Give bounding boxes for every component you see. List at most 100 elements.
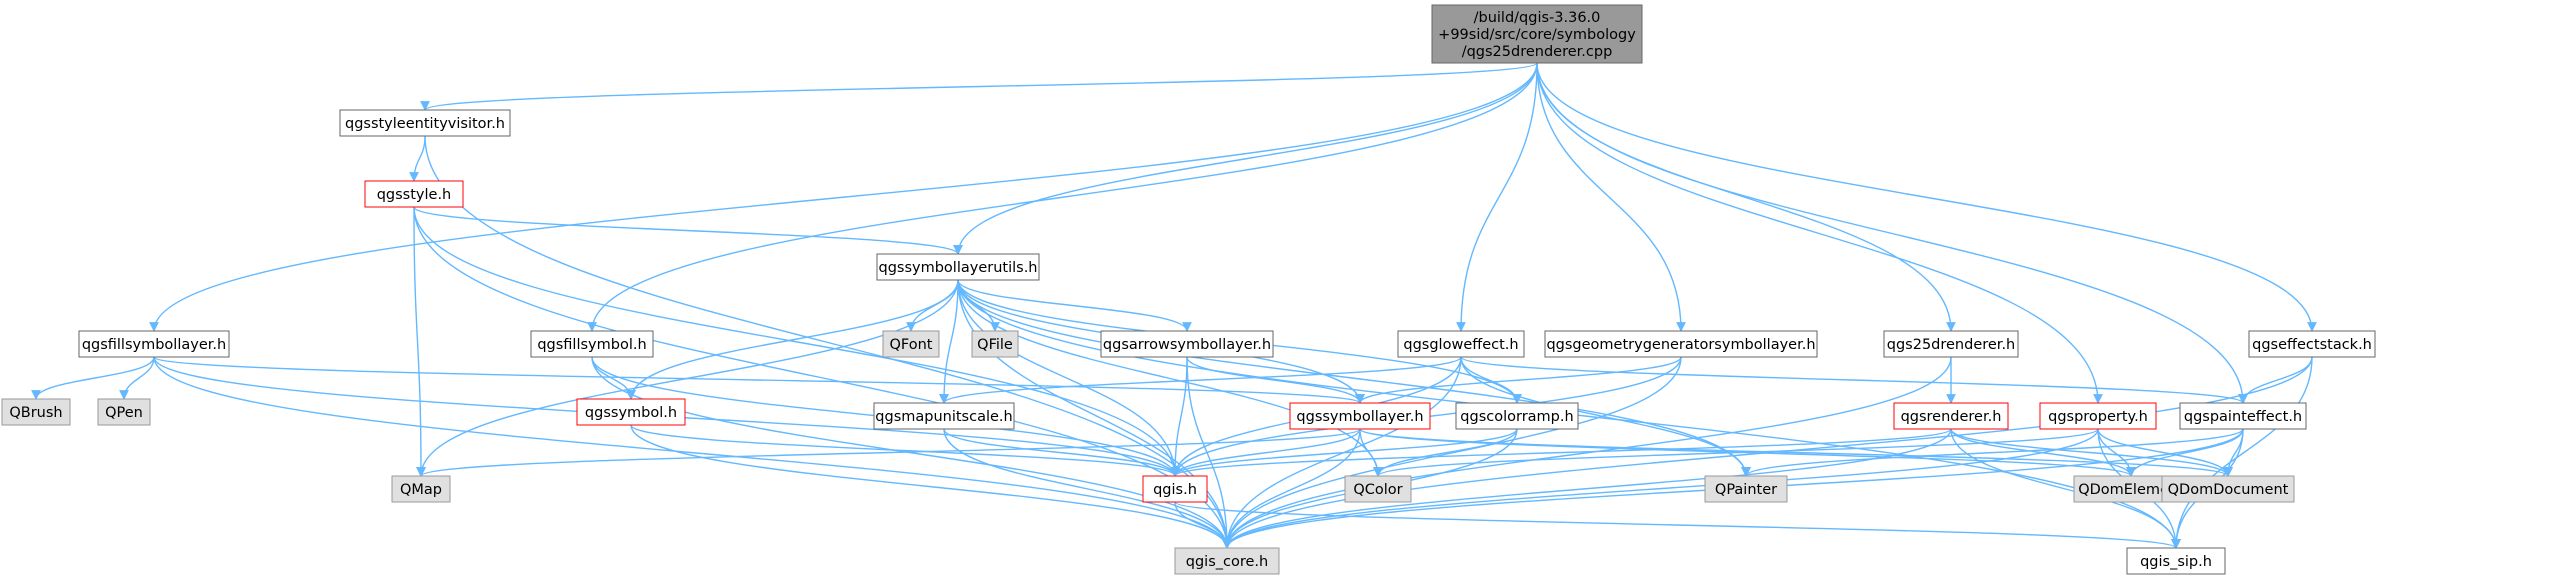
edge-qgspainteffect-to-qdomdocument [2223, 428, 2244, 477]
edge-root-to-qgs25drenderer [1536, 62, 1956, 332]
edge-qgscolorramp-to-qgis [1170, 428, 1518, 477]
edge-root-to-qgssymbollayerutils [953, 62, 1538, 255]
edge-qgsgloweffect-to-qgspainteffect [1460, 356, 2248, 404]
node-qgsmapunitscale[interactable]: qgsmapunitscale.h [873, 402, 1015, 430]
edge-qgsgeometrygeneratorsymbollayer-to-qgssymbollayer [1355, 356, 1682, 404]
node-qbrush[interactable]: QBrush [1, 398, 71, 426]
edge-root-to-qgsfillsymbollayer [149, 62, 1538, 332]
node-label: QFont [890, 337, 933, 353]
node-qpen[interactable]: QPen [97, 398, 151, 426]
node-label: qgsstyleentityvisitor.h [345, 116, 505, 132]
edge-qgsarrowsymbollayer-to-qgis [1170, 356, 1188, 477]
node-qgsfillsymbollayer[interactable]: qgsfillsymbollayer.h [78, 330, 230, 358]
node-qfile[interactable]: QFile [971, 330, 1019, 358]
node-qgsproperty[interactable]: qgsproperty.h [2039, 402, 2157, 430]
edge-qgssymbollayerutils-to-qpainter [957, 279, 1751, 477]
node-qgsarrowsymbollayer[interactable]: qgsarrowsymbollayer.h [1100, 330, 1274, 358]
node-qgspainteffect[interactable]: qgspainteffect.h [2179, 402, 2307, 430]
node-box [2179, 402, 2307, 430]
node-box [2039, 402, 2157, 430]
edge-qgsfillsymbollayer-to-qgis_core [153, 356, 1232, 549]
node-box [576, 398, 686, 426]
edge-qgsarrowsymbollayer-to-qgssymbollayer [1186, 356, 1365, 404]
edge-qgssymbollayer-to-qgis_core [1222, 428, 1361, 549]
node-qcolor[interactable]: QColor [1344, 475, 1412, 503]
node-box [391, 475, 451, 503]
node-label: qgscolorramp.h [1460, 409, 1573, 425]
node-box [882, 330, 940, 358]
node-label: qgsgloweffect.h [1403, 337, 1518, 353]
file-nodes: /build/qgis-3.36.0+99sid/src/core/symbol… [1, 4, 2376, 575]
node-label: QFile [977, 337, 1013, 353]
node-label: qgis.h [1153, 482, 1197, 498]
node-qdomdocument[interactable]: QDomDocument [2161, 475, 2295, 503]
node-box [1893, 402, 2009, 430]
node-qpainter[interactable]: QPainter [1704, 475, 1788, 503]
node-qmap[interactable]: QMap [391, 475, 451, 503]
node-label: QDomElement [2078, 482, 2184, 498]
node-qgsgloweffect[interactable]: qgsgloweffect.h [1397, 330, 1525, 358]
edge-qgsstyle-to-qgis [413, 206, 1180, 477]
edge-qgsrenderer-to-qgis [1170, 428, 1952, 477]
node-root[interactable]: /build/qgis-3.36.0+99sid/src/core/symbol… [1431, 4, 1643, 64]
edge-qgssymbollayerutils-to-qgis_core [957, 279, 1232, 549]
node-qgssymbol[interactable]: qgssymbol.h [576, 398, 686, 426]
node-qgsgeometrygeneratorsymbollayer[interactable]: qgsgeometrygeneratorsymbollayer.h [1544, 330, 1818, 358]
edge-root-to-qgsproperty [1536, 62, 2103, 404]
node-box [339, 109, 511, 137]
edge-qgseffectstack-to-qgis_sip [2171, 356, 2313, 549]
node-label: QBrush [9, 405, 62, 421]
edge-root-to-qgsstyleentityvisitor [420, 62, 1538, 111]
node-qgsstyleentityvisitor[interactable]: qgsstyleentityvisitor.h [339, 109, 511, 137]
edge-qgsmapunitscale-to-qgis [943, 428, 1180, 477]
node-label: /build/qgis-3.36.0 [1474, 10, 1601, 26]
edge-qgssymbollayer-to-qcolor [1359, 428, 1383, 477]
node-box [78, 330, 230, 358]
edge-qgssymbollayerutils-to-qgsarrowsymbollayer [957, 279, 1192, 332]
node-box [1883, 330, 2019, 358]
node-qgs25drenderer[interactable]: qgs25drenderer.h [1883, 330, 2019, 358]
node-box [1174, 547, 1280, 575]
node-label: qgsproperty.h [2048, 409, 2148, 425]
node-label: qgsrenderer.h [1901, 409, 2002, 425]
node-box [971, 330, 1019, 358]
node-qgsstyle[interactable]: qgsstyle.h [364, 180, 464, 208]
node-box [876, 253, 1040, 281]
node-label: QColor [1353, 482, 1402, 498]
node-qgis_core[interactable]: qgis_core.h [1174, 547, 1280, 575]
edge-qgsstyleentityvisitor-to-qgsstyle [409, 135, 426, 182]
edge-qgsproperty-to-qcolor [1373, 428, 2099, 477]
node-qgsrenderer[interactable]: qgsrenderer.h [1893, 402, 2009, 430]
node-label: QPainter [1715, 482, 1777, 498]
node-label: qgsgeometrygeneratorsymbollayer.h [1546, 337, 1815, 353]
edge-qgsstyle-to-qmap [413, 206, 426, 477]
node-label: qgsmapunitscale.h [875, 409, 1012, 425]
edge-qgsgloweffect-to-qgsmapunitscale [939, 356, 1462, 404]
node-qgscolorramp[interactable]: qgscolorramp.h [1455, 402, 1579, 430]
node-qgis_sip[interactable]: qgis_sip.h [2126, 547, 2226, 575]
node-qgssymbollayer[interactable]: qgssymbollayer.h [1289, 402, 1431, 430]
node-box [1142, 475, 1208, 503]
node-box [364, 180, 464, 208]
node-label: +99sid/src/core/symbology [1438, 27, 1636, 43]
edge-qgsproperty-to-qdomdocument [2097, 428, 2233, 477]
edge-qgsfillsymbollayer-to-qpen [119, 356, 155, 400]
edge-root-to-qgseffectstack [1536, 62, 2317, 332]
node-qgseffectstack[interactable]: qgseffectstack.h [2248, 330, 2376, 358]
node-box [530, 330, 654, 358]
edge-qgssymbollayer-to-qmap [416, 428, 1361, 477]
node-qgis[interactable]: qgis.h [1142, 475, 1208, 503]
edge-qgssymbol-to-qgis [630, 424, 1180, 477]
edge-qgis-to-qgis_core [1174, 501, 1232, 549]
node-box [2161, 475, 2295, 503]
node-qfont[interactable]: QFont [882, 330, 940, 358]
edge-qgssymbollayerutils-to-qgis [957, 279, 1180, 477]
node-qgssymbollayerutils[interactable]: qgssymbollayerutils.h [876, 253, 1040, 281]
edge-qgscolorramp-to-qcolor [1373, 428, 1518, 477]
edge-qgsstyle-to-qgssymbollayerutils [413, 206, 963, 255]
edge-qgssymbol-to-qgis_core [630, 424, 1232, 549]
node-qgsfillsymbol[interactable]: qgsfillsymbol.h [530, 330, 654, 358]
node-label: QDomDocument [2168, 482, 2289, 498]
node-label: qgssymbol.h [585, 405, 677, 421]
edge-root-to-qgsgloweffect [1456, 62, 1538, 332]
